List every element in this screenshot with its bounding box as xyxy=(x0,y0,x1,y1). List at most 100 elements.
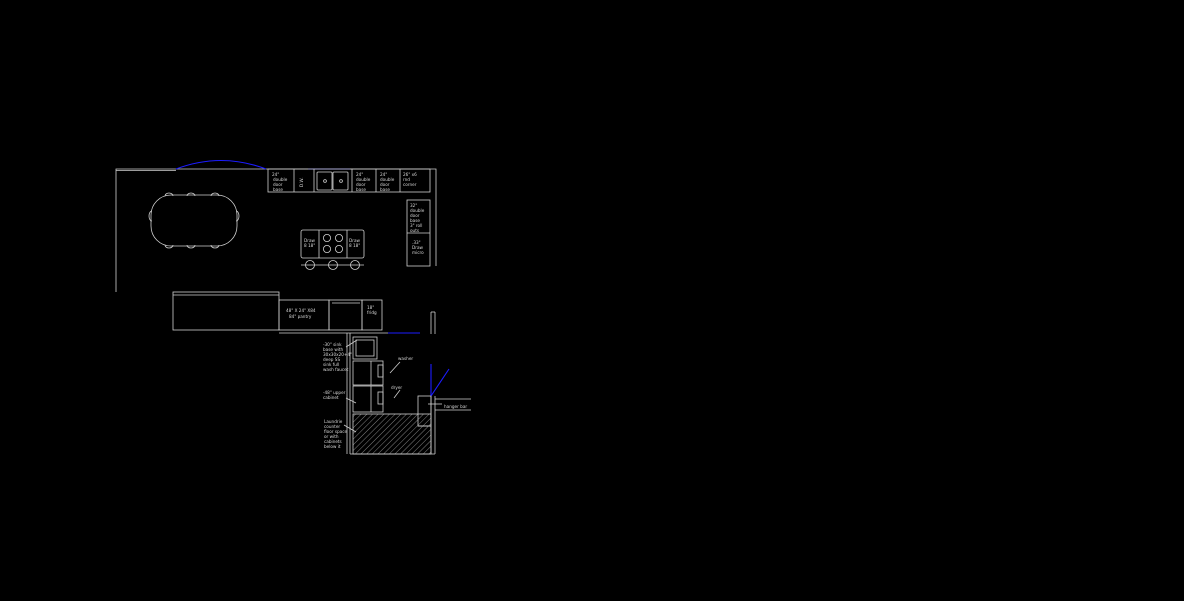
sink-line6: wash faucet xyxy=(323,367,349,372)
micro-line2: Draw xyxy=(412,245,424,250)
svg-text:wash faucet: wash faucet xyxy=(323,367,349,372)
laundry-line6: below it xyxy=(324,444,341,449)
svg-text:door: door xyxy=(380,182,390,187)
door-swing-top xyxy=(175,159,267,170)
fridge-line2: fridg xyxy=(367,310,377,315)
base-24-mid-line3: door xyxy=(356,182,366,187)
svg-text:cabinet: cabinet xyxy=(323,395,339,400)
svg-text:double: double xyxy=(380,177,395,182)
svg-text:door: door xyxy=(273,182,283,187)
base-32-line4: base xyxy=(410,218,420,223)
sink-line2: base with xyxy=(323,347,344,352)
svg-text:cabinets: cabinets xyxy=(324,439,342,444)
top-cabinet-run: 24" double door base D.W. 24" double doo… xyxy=(267,168,431,193)
base-32-line6: outs xyxy=(410,228,419,233)
base-24-left-line1: 24" xyxy=(272,172,279,177)
dryer-label: dryer xyxy=(391,385,402,390)
svg-text:base: base xyxy=(356,187,366,192)
dryer-unit xyxy=(352,385,384,413)
svg-text:double: double xyxy=(356,177,371,182)
svg-text:below it: below it xyxy=(324,444,341,449)
fridge-line1: 18" xyxy=(367,305,374,310)
svg-text:3" roll: 3" roll xyxy=(410,223,422,228)
island-right-line2: 8 18" xyxy=(349,243,360,248)
svg-text:-30" sink: -30" sink xyxy=(323,342,342,347)
laundry-line5: cabinets xyxy=(324,439,342,444)
dining-chairs xyxy=(148,192,240,249)
base-24-right-line2: double xyxy=(380,177,395,182)
svg-text:floor space: floor space xyxy=(324,429,348,434)
kitchen-island: Draw 8 18" Draw 8 18" xyxy=(300,229,365,270)
svg-text:double: double xyxy=(410,208,425,213)
sink-line1: -30" sink xyxy=(323,342,342,347)
svg-text:corner: corner xyxy=(403,182,417,187)
svg-text:micro: micro xyxy=(412,250,424,255)
svg-text:26" x6: 26" x6 xyxy=(403,172,417,177)
island-left-line2: 8 18" xyxy=(304,243,315,248)
laundry-line4: or with xyxy=(324,434,339,439)
island-stools xyxy=(301,260,364,270)
corner-line1: 26" x6 xyxy=(403,172,417,177)
base-24-left-line3: door xyxy=(273,182,283,187)
utility-sink xyxy=(352,336,378,360)
svg-text:door: door xyxy=(410,213,420,218)
svg-text:.33": .33" xyxy=(412,240,421,245)
svg-text:deep SS: deep SS xyxy=(323,357,340,362)
corner-line2: rnd xyxy=(403,177,410,182)
svg-text:door: door xyxy=(356,182,366,187)
corner-line3: corner xyxy=(403,182,417,187)
svg-text:8 18": 8 18" xyxy=(349,243,360,248)
island-right-line1: Draw xyxy=(349,238,361,243)
svg-text:base with: base with xyxy=(323,347,344,352)
micro-line3: micro xyxy=(412,250,424,255)
base-32-line2: double xyxy=(410,208,425,213)
island-left-line1: Draw xyxy=(304,238,316,243)
laundry-line2: counter xyxy=(324,424,340,429)
hanger-bar-label: hanger bar xyxy=(444,404,467,409)
upper-line1: -48" upper xyxy=(323,390,346,395)
svg-text:counter: counter xyxy=(324,424,340,429)
pantry-line2: 84" pantry xyxy=(289,314,312,319)
svg-text:base: base xyxy=(273,187,283,192)
svg-text:outs: outs xyxy=(410,228,419,233)
svg-text:18": 18" xyxy=(367,305,374,310)
svg-text:24": 24" xyxy=(380,172,387,177)
base-24-right-line1: 24" xyxy=(380,172,387,177)
svg-text:Draw: Draw xyxy=(349,238,361,243)
laundry-counter-hatch xyxy=(352,413,432,455)
svg-text:24": 24" xyxy=(272,172,279,177)
svg-text:Draw: Draw xyxy=(412,245,424,250)
sink-line4: deep SS xyxy=(323,357,340,362)
washer-label: washer xyxy=(398,356,413,361)
svg-text:30x30x20+4": 30x30x20+4" xyxy=(323,352,352,357)
svg-text:base: base xyxy=(380,187,390,192)
sink-line5: sink full xyxy=(323,362,339,367)
base-24-mid-line4: base xyxy=(356,187,366,192)
svg-text:double: double xyxy=(273,177,288,182)
pantry-line1: 48" X 24" X84 xyxy=(286,308,316,313)
svg-text:fridg: fridg xyxy=(367,310,377,315)
svg-text:Laundrie: Laundrie xyxy=(324,419,343,424)
upper-line2: cabinet xyxy=(323,395,339,400)
sink-line3: 30x30x20+4" xyxy=(323,352,352,357)
svg-text:84" pantry: 84" pantry xyxy=(289,314,312,319)
svg-text:24": 24" xyxy=(356,172,363,177)
kitchen-sink xyxy=(316,171,349,191)
svg-text:48" X 24" X84: 48" X 24" X84 xyxy=(286,308,316,313)
base-24-mid-line1: 24" xyxy=(356,172,363,177)
base-24-left-line4: base xyxy=(273,187,283,192)
svg-text:rnd: rnd xyxy=(403,177,410,182)
svg-text:32": 32" xyxy=(410,203,417,208)
svg-text:-48" upper: -48" upper xyxy=(323,390,346,395)
base-24-right-line3: door xyxy=(380,182,390,187)
micro-line1: .33" xyxy=(412,240,421,245)
svg-text:or with: or with xyxy=(324,434,339,439)
svg-text:base: base xyxy=(410,218,420,223)
lower-cabinet-run: 48" X 24" X84 84" pantry 18" fridg xyxy=(172,291,388,334)
svg-text:Draw: Draw xyxy=(304,238,316,243)
base-24-left-line2: double xyxy=(273,177,288,182)
base-32-line1: 32" xyxy=(410,203,417,208)
laundry-room: -30" sink base with 30x30x20+4" deep SS … xyxy=(323,311,471,455)
base-24-right-line4: base xyxy=(380,187,390,192)
